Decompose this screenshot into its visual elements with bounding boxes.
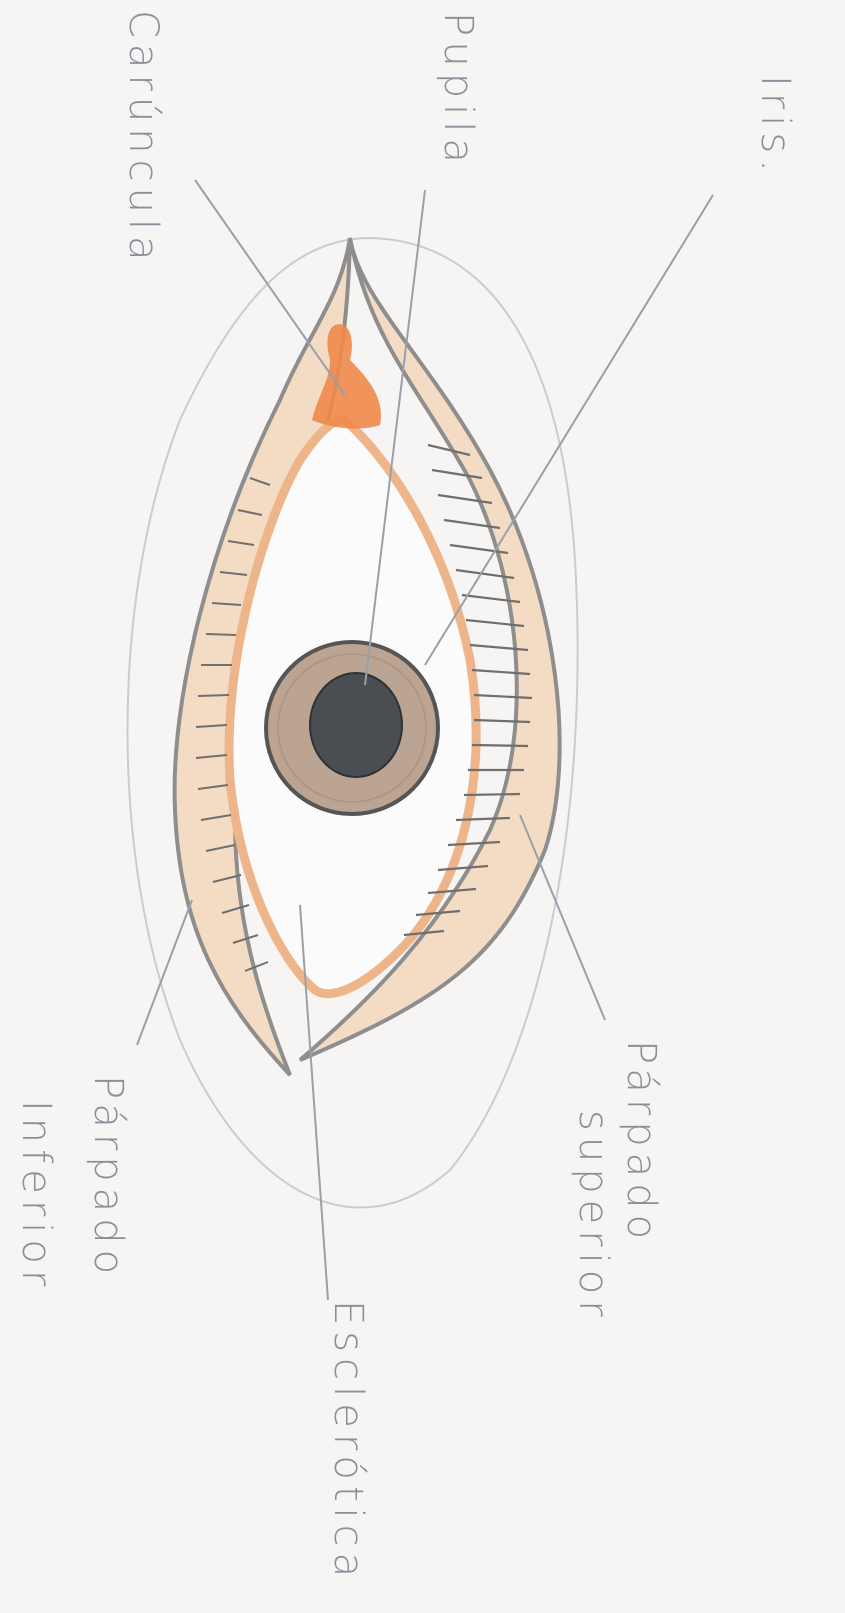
label-parpado-superior: Párpado superior bbox=[570, 1040, 664, 1323]
label-parpado-inferior-line1: Párpado bbox=[85, 1075, 131, 1280]
label-caruncula: Carúncula bbox=[120, 10, 166, 267]
label-caruncula-text: Carúncula bbox=[120, 10, 166, 267]
label-parpado-inferior: Párpado Inferior bbox=[13, 1075, 131, 1292]
label-parpado-superior-line1: Párpado bbox=[618, 1040, 664, 1245]
label-esclerotica-text: Esclerótica bbox=[325, 1300, 371, 1583]
label-esclerotica: Esclerótica bbox=[325, 1300, 371, 1583]
leader-parpado-superior bbox=[520, 815, 605, 1020]
label-pupila-text: Pupila bbox=[435, 12, 481, 169]
label-pupila: Pupila bbox=[435, 12, 481, 169]
label-iris-text: Iris. bbox=[752, 75, 798, 178]
label-parpado-inferior-line2: Inferior bbox=[13, 1100, 59, 1292]
pupil bbox=[310, 673, 402, 777]
label-iris: Iris. bbox=[752, 75, 798, 178]
leader-caruncula bbox=[195, 180, 345, 395]
label-parpado-superior-line2: superior bbox=[570, 1110, 616, 1323]
